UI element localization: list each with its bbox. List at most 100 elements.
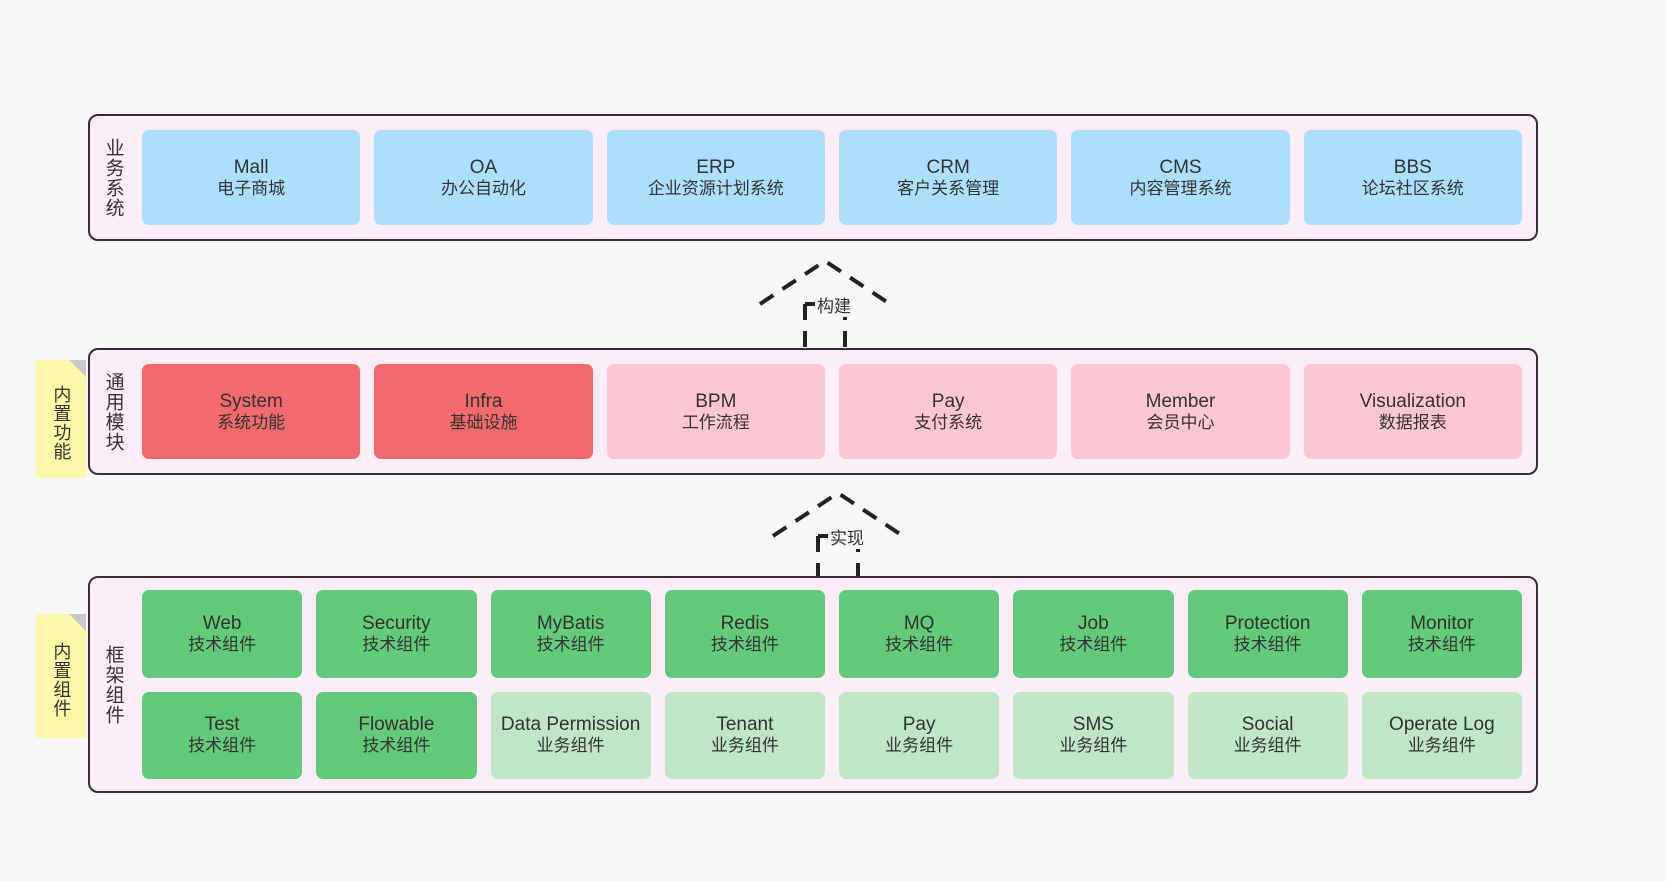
node-security[interactable]: Security 技术组件 — [316, 590, 477, 678]
node-web[interactable]: Web 技术组件 — [142, 590, 303, 678]
connector-implement: 实现 — [768, 488, 948, 580]
layer-title-common-modules: 通用模块 — [102, 371, 124, 452]
node-flowable[interactable]: Flowable 技术组件 — [316, 691, 477, 779]
node-title: Data Permission — [500, 714, 641, 736]
node-test[interactable]: Test 技术组件 — [142, 691, 303, 779]
node-title: System — [219, 390, 283, 412]
node-mq[interactable]: MQ 技术组件 — [839, 590, 1000, 678]
node-title: Member — [1145, 390, 1216, 412]
node-crm[interactable]: CRM 客户关系管理 — [838, 130, 1058, 225]
node-bpm[interactable]: BPM 工作流程 — [606, 364, 825, 459]
node-title: Infra — [464, 390, 503, 412]
node-mybatis[interactable]: MyBatis 技术组件 — [490, 590, 651, 678]
node-title: Pay — [902, 714, 936, 736]
node-subtitle: 论坛社区系统 — [1361, 178, 1464, 198]
node-subtitle: 业务组件 — [710, 736, 779, 756]
node-pay-component[interactable]: Pay 业务组件 — [839, 691, 1000, 779]
framework-row-tech: Web 技术组件 Security 技术组件 MyBatis 技术组件 Redi… — [142, 590, 1522, 678]
common-modules-row: System 系统功能 Infra 基础设施 BPM 工作流程 Pay 支付系统… — [142, 364, 1522, 459]
framework-row-business: Test 技术组件 Flowable 技术组件 Data Permission … — [142, 691, 1522, 779]
sticky-note-label: 内置功能 — [51, 385, 72, 461]
node-erp[interactable]: ERP 企业资源计划系统 — [606, 130, 825, 225]
node-operate-log[interactable]: Operate Log 业务组件 — [1361, 691, 1522, 779]
page-fold-icon — [69, 614, 86, 631]
layer-body-business-systems: Mall 电子商城 OA 办公自动化 ERP 企业资源计划系统 CRM 客户关系… — [136, 116, 1536, 239]
node-title: ERP — [696, 156, 736, 178]
node-subtitle: 业务组件 — [1059, 736, 1128, 756]
node-monitor[interactable]: Monitor 技术组件 — [1361, 590, 1522, 678]
node-subtitle: 技术组件 — [710, 634, 779, 654]
node-tenant[interactable]: Tenant 业务组件 — [664, 691, 825, 779]
sticky-note-builtin-components: 内置组件 — [36, 614, 86, 738]
page-fold-icon — [69, 360, 86, 377]
connector-implement-label: 实现 — [828, 524, 866, 549]
layer-body-common-modules: System 系统功能 Infra 基础设施 BPM 工作流程 Pay 支付系统… — [136, 350, 1536, 473]
layer-business-systems: 业务系统 Mall 电子商城 OA 办公自动化 ERP 企业资源计划系统 CRM… — [88, 114, 1538, 241]
node-mall[interactable]: Mall 电子商城 — [142, 130, 361, 225]
layer-title-business-systems: 业务系统 — [102, 137, 124, 218]
node-subtitle: 技术组件 — [1233, 634, 1302, 654]
node-subtitle: 内容管理系统 — [1129, 178, 1232, 198]
node-subtitle: 技术组件 — [885, 634, 954, 654]
node-subtitle: 业务组件 — [885, 736, 954, 756]
node-subtitle: 工作流程 — [681, 412, 750, 432]
node-social[interactable]: Social 业务组件 — [1187, 691, 1348, 779]
node-data-permission[interactable]: Data Permission 业务组件 — [490, 691, 651, 779]
node-member[interactable]: Member 会员中心 — [1071, 364, 1290, 459]
node-subtitle: 业务组件 — [536, 736, 605, 756]
node-title: Protection — [1224, 612, 1311, 634]
node-title: Web — [202, 612, 242, 634]
node-protection[interactable]: Protection 技术组件 — [1187, 590, 1348, 678]
layer-framework-components: 框架组件 Web 技术组件 Security 技术组件 MyBatis 技术组件… — [88, 576, 1538, 793]
sticky-note-label: 内置组件 — [51, 642, 72, 718]
node-subtitle: 技术组件 — [188, 634, 257, 654]
node-title: Mall — [233, 156, 269, 178]
node-subtitle: 数据报表 — [1378, 412, 1447, 432]
node-subtitle: 支付系统 — [914, 412, 983, 432]
node-title: Social — [1241, 714, 1294, 736]
node-title: MQ — [903, 612, 935, 634]
business-systems-row: Mall 电子商城 OA 办公自动化 ERP 企业资源计划系统 CRM 客户关系… — [142, 130, 1522, 225]
node-title: SMS — [1072, 714, 1114, 736]
node-subtitle: 业务组件 — [1407, 736, 1476, 756]
node-subtitle: 办公自动化 — [440, 178, 526, 198]
node-subtitle: 客户关系管理 — [897, 178, 1000, 198]
node-bbs[interactable]: BBS 论坛社区系统 — [1303, 130, 1522, 225]
layer-common-modules: 通用模块 System 系统功能 Infra 基础设施 BPM 工作流程 Pay… — [88, 348, 1538, 475]
node-job[interactable]: Job 技术组件 — [1013, 590, 1174, 678]
node-title: CMS — [1159, 156, 1202, 178]
node-cms[interactable]: CMS 内容管理系统 — [1071, 130, 1290, 225]
node-title: Job — [1078, 612, 1109, 634]
layer-title-framework-components: 框架组件 — [102, 644, 124, 725]
node-infra[interactable]: Infra 基础设施 — [374, 364, 593, 459]
node-title: MyBatis — [536, 612, 605, 634]
node-title: Security — [362, 612, 431, 634]
layer-body-framework-components: Web 技术组件 Security 技术组件 MyBatis 技术组件 Redi… — [136, 578, 1536, 791]
node-subtitle: 电子商城 — [217, 178, 286, 198]
node-sms[interactable]: SMS 业务组件 — [1013, 691, 1174, 779]
node-title: Test — [204, 714, 240, 736]
node-title: Tenant — [716, 714, 774, 736]
node-subtitle: 技术组件 — [1407, 634, 1476, 654]
node-title: CRM — [926, 156, 970, 178]
node-title: Redis — [720, 612, 770, 634]
node-redis[interactable]: Redis 技术组件 — [664, 590, 825, 678]
sticky-note-builtin-functions: 内置功能 — [36, 360, 86, 478]
node-subtitle: 会员中心 — [1146, 412, 1215, 432]
connector-build-label: 构建 — [815, 292, 853, 317]
node-subtitle: 系统功能 — [217, 412, 286, 432]
node-subtitle: 基础设施 — [449, 412, 518, 432]
node-visualization[interactable]: Visualization 数据报表 — [1303, 364, 1522, 459]
node-subtitle: 技术组件 — [536, 634, 605, 654]
node-system[interactable]: System 系统功能 — [142, 364, 361, 459]
node-pay-module[interactable]: Pay 支付系统 — [838, 364, 1058, 459]
node-title: Pay — [931, 390, 965, 412]
node-subtitle: 技术组件 — [362, 634, 431, 654]
connector-build: 构建 — [755, 256, 935, 348]
node-subtitle: 技术组件 — [188, 736, 257, 756]
node-title: Monitor — [1410, 612, 1474, 634]
node-title: BPM — [695, 390, 737, 412]
node-oa[interactable]: OA 办公自动化 — [374, 130, 593, 225]
node-subtitle: 技术组件 — [362, 736, 431, 756]
